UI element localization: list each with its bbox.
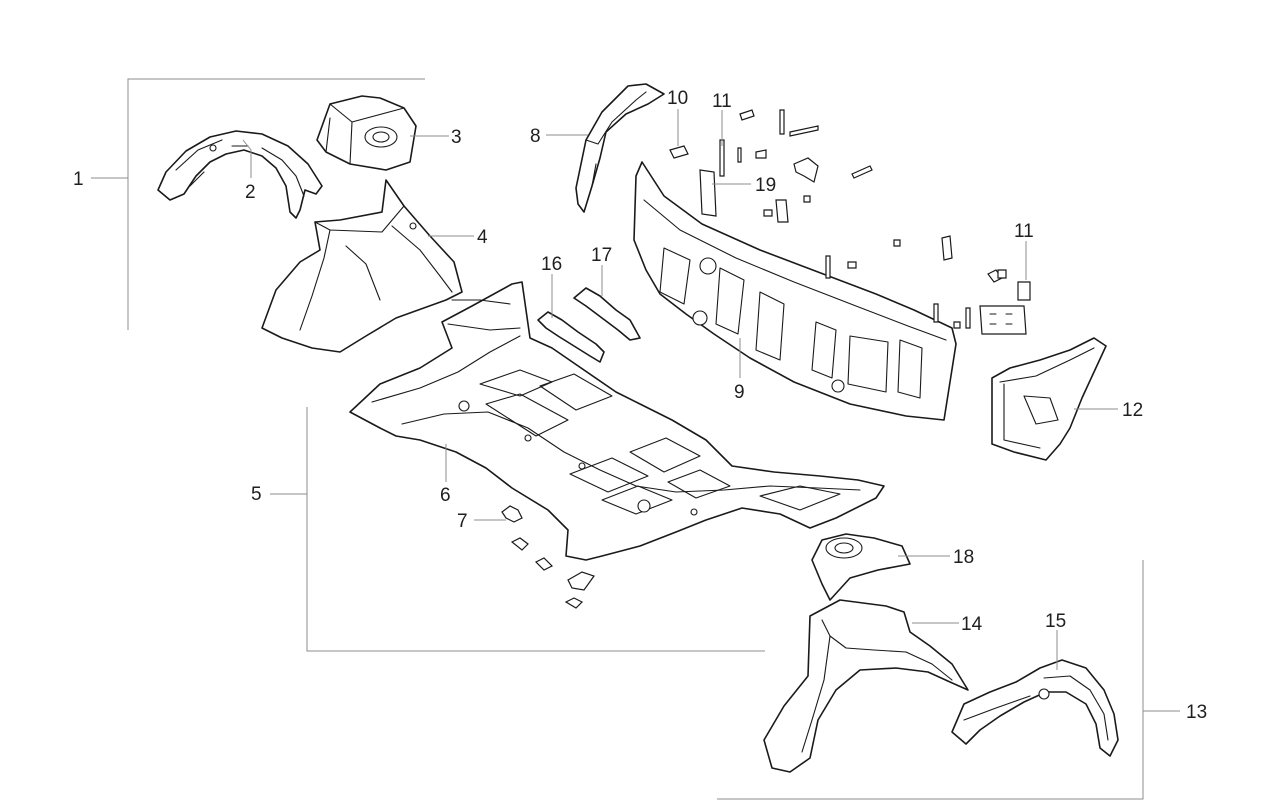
callout-11-top: 11 — [712, 91, 732, 112]
callout-19: 19 — [755, 175, 776, 196]
floor-brackets — [501, 505, 595, 609]
callout-7: 7 — [457, 511, 468, 532]
callout-labels: 1 2 3 4 5 6 7 8 9 10 11 11 12 13 14 15 1… — [73, 88, 1207, 723]
callout-4: 4 — [477, 227, 488, 248]
strap-16 — [537, 311, 605, 363]
callout-9: 9 — [734, 382, 745, 403]
callout-15: 15 — [1045, 611, 1066, 632]
group-bracket-1 — [91, 78, 425, 330]
callout-12: 12 — [1122, 400, 1143, 421]
callout-10: 10 — [667, 88, 688, 109]
callout-6: 6 — [440, 485, 451, 506]
strap-17 — [573, 287, 641, 341]
callout-13: 13 — [1186, 702, 1207, 723]
group-bracket-13 — [717, 560, 1180, 800]
rear-corner-panel — [991, 337, 1107, 461]
leader-lines — [242, 109, 1118, 670]
rear-floor-pan — [349, 281, 885, 561]
callout-14: 14 — [961, 614, 983, 635]
callout-5: 5 — [251, 484, 262, 505]
wheelhouse-outer-right — [763, 599, 969, 773]
callout-2: 2 — [245, 182, 256, 203]
callout-8: 8 — [530, 126, 541, 147]
strut-tower-top-left — [316, 95, 417, 171]
wheel-arch-inner-left — [157, 130, 323, 219]
callout-3: 3 — [451, 127, 462, 148]
callout-18: 18 — [953, 547, 974, 568]
rear-panel — [633, 161, 957, 421]
callout-11-right: 11 — [1014, 221, 1034, 242]
callout-17: 17 — [591, 245, 612, 266]
callout-1: 1 — [73, 169, 84, 190]
callout-16: 16 — [541, 254, 562, 275]
strut-tower-top-right — [811, 533, 911, 601]
upper-rail-bracket — [575, 83, 665, 213]
wheel-arch-inner-right — [951, 659, 1119, 757]
group-bracket-5 — [270, 407, 765, 652]
clips-and-studs — [669, 109, 1031, 335]
